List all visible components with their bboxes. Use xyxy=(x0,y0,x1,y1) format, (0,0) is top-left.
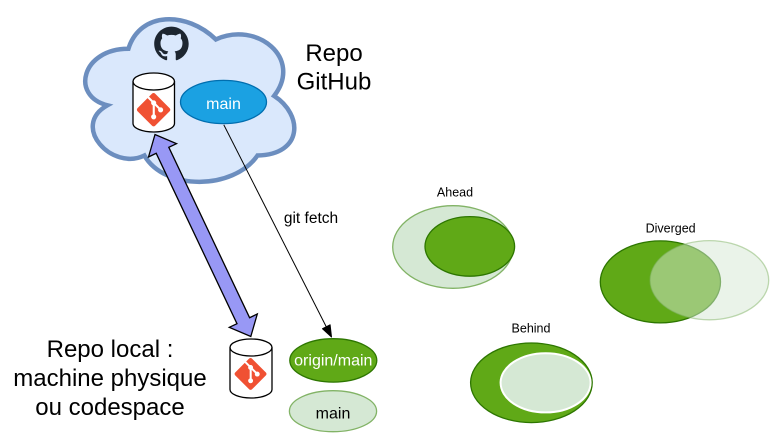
svg-text:git fetch: git fetch xyxy=(284,210,338,227)
svg-text:GitHub: GitHub xyxy=(297,69,372,96)
svg-text:Behind: Behind xyxy=(512,322,551,336)
svg-text:Ahead: Ahead xyxy=(437,186,473,200)
svg-text:machine physique: machine physique xyxy=(13,365,206,392)
svg-text:main: main xyxy=(316,405,351,422)
svg-text:Diverged: Diverged xyxy=(646,222,696,236)
svg-text:Repo local :: Repo local : xyxy=(47,336,174,363)
svg-text:main: main xyxy=(206,96,241,113)
svg-text:origin/main: origin/main xyxy=(294,353,372,370)
svg-text:ou codespace: ou codespace xyxy=(35,394,184,421)
svg-text:Repo: Repo xyxy=(305,40,362,67)
